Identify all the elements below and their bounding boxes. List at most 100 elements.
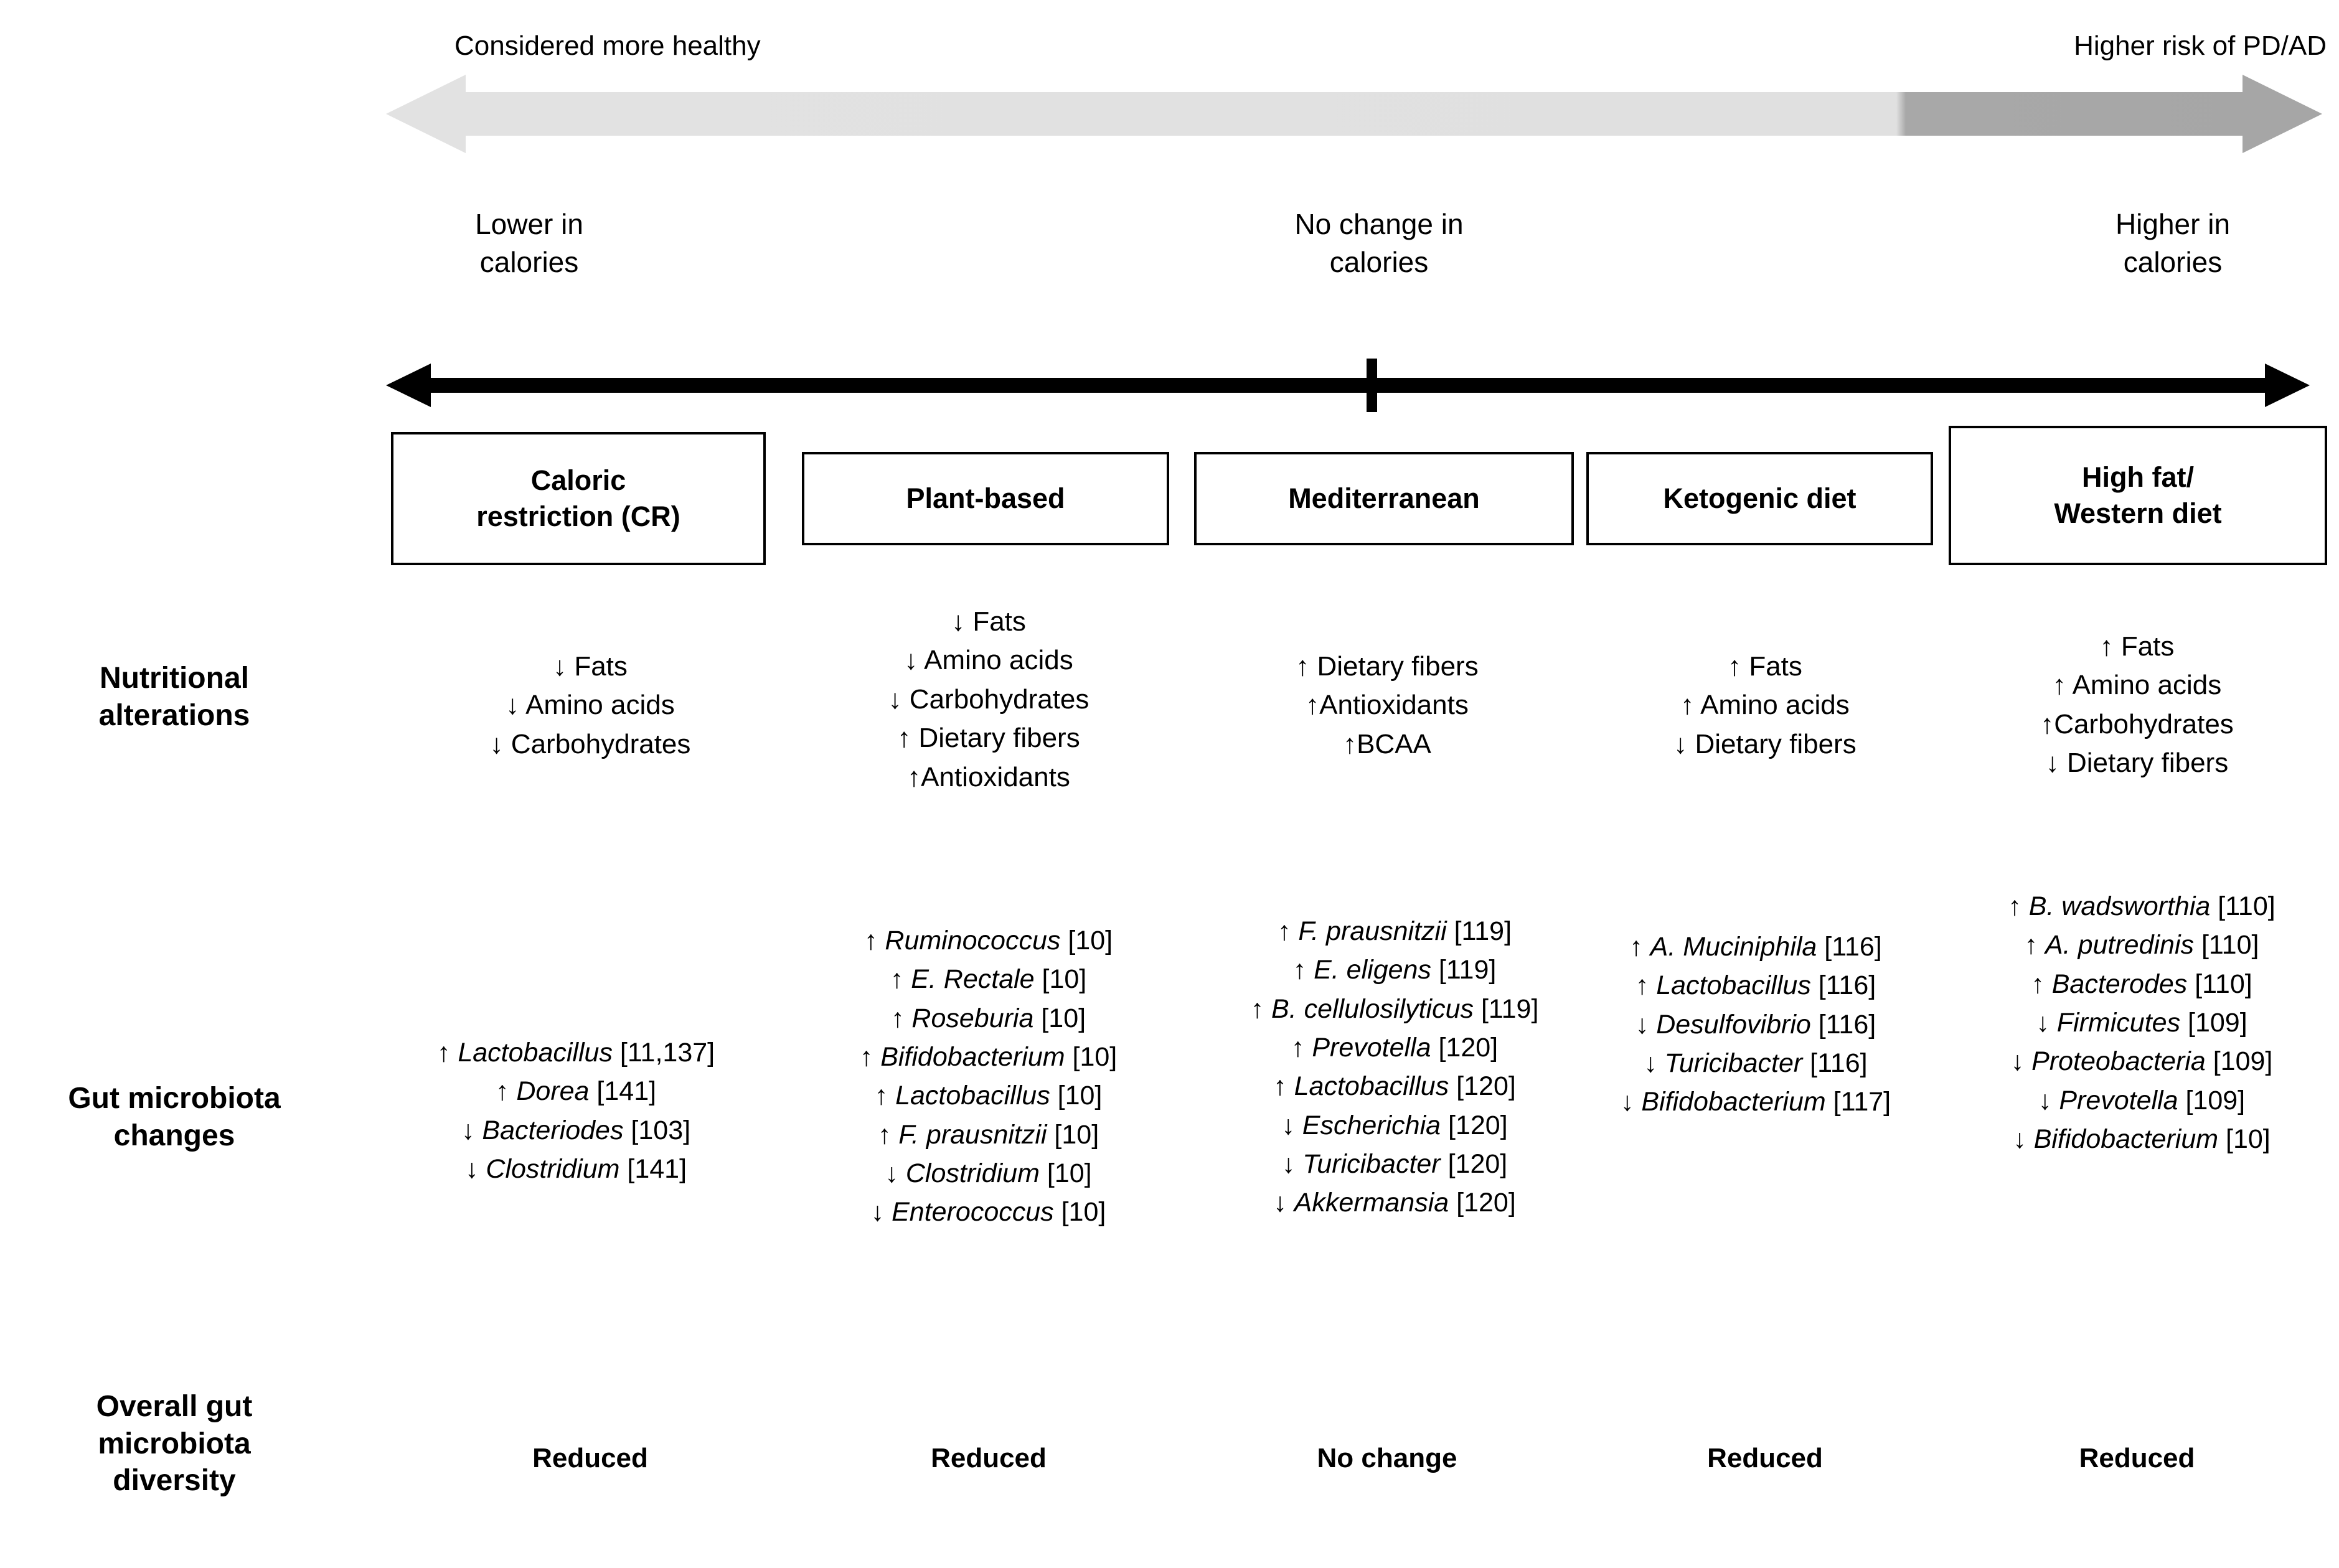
microbiota-item: ↑ F. prausnitzii [10] <box>781 1115 1195 1154</box>
taxon-name: Ruminococcus <box>885 926 1061 955</box>
citation-ref: [110] <box>2210 891 2275 921</box>
citation-ref: [120] <box>1431 1033 1499 1063</box>
nutrition-item: ↑Antioxidants <box>907 761 1070 792</box>
citation-ref: [120] <box>1449 1071 1516 1102</box>
taxon-name: Firmicutes <box>2056 1008 2181 1038</box>
diet-box-high-fat-western[interactable]: High fat/ Western diet <box>1949 426 2327 565</box>
taxon-name: Prevotella <box>1312 1033 1431 1063</box>
citation-ref: [110] <box>2194 930 2259 960</box>
diet-box-label: Plant-based <box>906 482 1065 515</box>
nutrition-cell-mediterranean: ↑ Dietary fibers↑Antioxidants↑BCAA <box>1188 647 1586 764</box>
up-arrow-icon: ↑ <box>2008 891 2029 921</box>
citation-ref: [10] <box>1039 1158 1092 1189</box>
down-arrow-icon: ↓ <box>461 1115 482 1145</box>
taxon-name: Lactobacillus <box>458 1038 613 1068</box>
nutrition-item: ↑ Amino acids <box>1680 690 1850 721</box>
down-arrow-icon: ↓ <box>2036 1008 2057 1038</box>
taxon-name: Bifidobacterium <box>1641 1087 1826 1117</box>
up-arrow-icon: ↑ <box>1273 1071 1294 1102</box>
diversity-cell-mediterranean: No change <box>1317 1443 1457 1473</box>
down-arrow-icon: ↓ <box>1281 1149 1303 1180</box>
taxon-name: Bacterodes <box>2051 969 2188 999</box>
diet-box-label: Mediterranean <box>1288 482 1480 515</box>
row-header-nutritional-alterations: Nutritional alterations <box>98 662 250 732</box>
up-arrow-icon: ↑ <box>877 1119 899 1150</box>
taxon-name: Lactobacillus <box>895 1081 1050 1111</box>
up-arrow-icon: ↑ <box>874 1081 896 1111</box>
taxon-name: Bacteriodes <box>482 1115 624 1145</box>
down-arrow-icon: ↓ <box>1620 1087 1642 1117</box>
diet-box-label: High fat/ Western diet <box>2054 461 2222 529</box>
citation-ref: [109] <box>2205 1046 2273 1077</box>
nutrition-cell-ketogenic: ↑ Fats↑ Amino acids↓ Dietary fibers <box>1575 647 1955 764</box>
diet-box-ketogenic[interactable]: Ketogenic diet <box>1586 452 1933 545</box>
nutrition-item: ↓ Carbohydrates <box>489 728 691 759</box>
taxon-name: E. eligens <box>1314 955 1431 985</box>
calorie-label-lower: Lower in calories <box>475 208 583 278</box>
taxon-name: Clostridium <box>486 1154 620 1185</box>
microbiota-item: ↑ Lactobacillus [116] <box>1560 966 1952 1005</box>
microbiota-item: ↑ E. Rectale [10] <box>781 960 1195 998</box>
nutrition-item: ↑ Fats <box>1728 651 1802 682</box>
microbiota-item: ↑ Lactobacillus [120] <box>1202 1067 1588 1106</box>
diet-box-mediterranean[interactable]: Mediterranean <box>1194 452 1574 545</box>
down-arrow-icon: ↓ <box>1273 1188 1294 1218</box>
microbiota-item: ↓ Bacteriodes [103] <box>361 1111 791 1150</box>
taxon-name: A. Muciniphila <box>1650 932 1817 962</box>
diet-box-caloric-restriction[interactable]: Caloric restriction (CR) <box>391 432 766 565</box>
spectrum-label-risk: Higher risk of PD/AD <box>2074 31 2327 61</box>
citation-ref: [119] <box>1474 993 1539 1024</box>
nutrition-cell-caloric-restriction: ↓ Fats↓ Amino acids↓ Carbohydrates <box>391 647 789 764</box>
microbiota-item: ↑ F. prausnitzii [119] <box>1202 912 1588 951</box>
calorie-label-higher: Higher in calories <box>2115 208 2231 278</box>
down-arrow-icon: ↓ <box>2013 1124 2034 1155</box>
up-arrow-icon: ↑ <box>1292 955 1314 985</box>
nutrition-item: ↓ Dietary fibers <box>2045 748 2229 779</box>
diet-box-label: Caloric restriction (CR) <box>476 464 680 532</box>
taxon-name: Dorea <box>516 1076 590 1107</box>
nutrition-item: ↓ Fats <box>951 606 1026 637</box>
citation-ref: [10] <box>1065 1042 1118 1073</box>
citation-ref: [141] <box>589 1076 657 1107</box>
microbiota-item: ↑ B. wadsworthia [110] <box>1949 887 2335 926</box>
citation-ref: [116] <box>1810 1009 1876 1040</box>
taxon-name: B. wadsworthia <box>2028 891 2211 921</box>
up-arrow-icon: ↑ <box>1629 932 1650 962</box>
microbiota-item: ↓ Enterococcus [10] <box>781 1193 1195 1231</box>
taxon-name: B. cellulosilyticus <box>1271 993 1474 1024</box>
microbiota-item: ↑ E. eligens [119] <box>1202 951 1588 989</box>
citation-ref: [116] <box>1802 1048 1868 1079</box>
taxon-name: Roseburia <box>911 1003 1034 1033</box>
microbiota-item: ↓ Akkermansia [120] <box>1202 1183 1588 1222</box>
spectrum-label-healthy: Considered more healthy <box>454 31 761 61</box>
taxon-name: Bifidobacterium <box>2033 1124 2219 1155</box>
nutrition-cell-high-fat-western: ↑ Fats↑ Amino acids↑Carbohydrates↓ Dieta… <box>1942 627 2332 783</box>
up-arrow-icon: ↑ <box>1277 916 1299 946</box>
citation-ref: [110] <box>2187 969 2252 999</box>
taxon-name: F. prausnitzii <box>1298 916 1447 946</box>
up-arrow-icon: ↑ <box>495 1076 517 1107</box>
taxon-name: Turicibacter <box>1664 1048 1803 1079</box>
taxon-name: Escherichia <box>1302 1110 1441 1140</box>
microbiota-item: ↑ Bifidobacterium [10] <box>781 1038 1195 1076</box>
down-arrow-icon: ↓ <box>885 1158 906 1189</box>
down-arrow-icon: ↓ <box>2010 1046 2032 1077</box>
nutrition-item: ↓ Carbohydrates <box>888 683 1089 715</box>
row-header-overall-diversity: Overall gut microbiota diversity <box>96 1390 253 1498</box>
nutrition-cell-plant-based: ↓ Fats↓ Amino acids↓ Carbohydrates↑ Diet… <box>789 603 1188 797</box>
nutrition-item: ↑ Dietary fibers <box>897 723 1080 754</box>
microbiota-item: ↓ Turicibacter [116] <box>1560 1044 1952 1082</box>
citation-ref: [10] <box>1053 1197 1106 1228</box>
diet-box-plant-based[interactable]: Plant-based <box>802 452 1169 545</box>
citation-ref: [11,137] <box>612 1038 715 1068</box>
taxon-name: Enterococcus <box>892 1197 1054 1228</box>
citation-ref: [10] <box>1047 1119 1099 1150</box>
up-arrow-icon: ↑ <box>2031 969 2052 999</box>
up-arrow-icon: ↑ <box>1635 970 1657 1001</box>
microbiota-item: ↑ Dorea [141] <box>361 1072 791 1110</box>
microbiota-item: ↑ B. cellulosilyticus [119] <box>1202 990 1588 1028</box>
microbiota-item: ↑ A. putredinis [110] <box>1949 926 2335 964</box>
diversity-cell-ketogenic: Reduced <box>1707 1443 1823 1473</box>
taxon-name: Bifidobacterium <box>880 1042 1065 1073</box>
